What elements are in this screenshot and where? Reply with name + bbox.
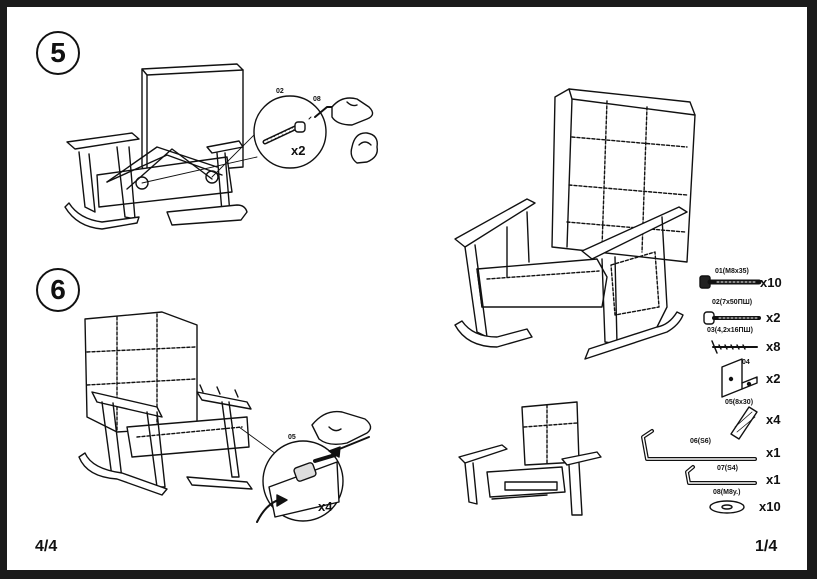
confirmat-screw-icon xyxy=(703,311,761,325)
part-05-qty: x4 xyxy=(766,412,781,427)
hex-key-icon xyxy=(685,465,757,485)
part-01-code: 01(M8x35) xyxy=(715,268,749,275)
step6-qty: x4 xyxy=(318,499,333,514)
finished-chair-drawing xyxy=(454,88,696,360)
bolt-icon xyxy=(699,275,762,289)
illustrations xyxy=(64,63,762,523)
step-6-number: 6 xyxy=(36,268,80,312)
part-01-qty: x10 xyxy=(760,275,782,290)
step5-qty: x2 xyxy=(291,143,306,158)
part-08-qty: x10 xyxy=(759,499,781,514)
part-04-code: 04 xyxy=(742,359,750,366)
part-07-code: 07(S4) xyxy=(717,465,739,472)
part-02-code: 02(7x50ПШ) xyxy=(712,299,753,306)
dowel-icon xyxy=(730,406,758,440)
small-chair-drawing xyxy=(458,401,602,516)
part-03-code: 03(4,2x16ПШ) xyxy=(707,327,753,334)
corner-bracket-icon xyxy=(721,358,758,398)
part-07-qty: x1 xyxy=(766,472,781,487)
page-number-right: 1/4 xyxy=(755,538,778,555)
part-06-code: 06(S6) xyxy=(690,438,712,445)
part-08-code: 08(M8у.) xyxy=(713,489,741,496)
step6-zoom-detail xyxy=(256,410,372,523)
step6-part-label: 05 xyxy=(288,434,296,441)
step5-tool-label: 08 xyxy=(313,96,321,103)
step6-chair-drawing xyxy=(78,311,288,496)
hex-key-icon xyxy=(641,429,757,461)
part-03-qty: x8 xyxy=(766,339,781,354)
part-06-qty: x1 xyxy=(766,445,781,460)
step5-zoom-detail xyxy=(253,95,378,169)
instruction-sheet: 5 6 02 08 x2 05 x4 01(M8x35) x10 02(7x50… xyxy=(7,7,807,570)
step-5-number: 5 xyxy=(36,31,80,75)
part-04-qty: x2 xyxy=(766,371,781,386)
step5-part-label: 02 xyxy=(276,88,284,95)
step5-chair-drawing xyxy=(64,63,273,230)
page-number-left: 4/4 xyxy=(35,538,58,555)
part-05-code: 05(8x30) xyxy=(725,399,754,406)
washer-icon xyxy=(709,500,745,514)
part-02-qty: x2 xyxy=(766,310,781,325)
wood-screw-icon xyxy=(711,340,758,354)
